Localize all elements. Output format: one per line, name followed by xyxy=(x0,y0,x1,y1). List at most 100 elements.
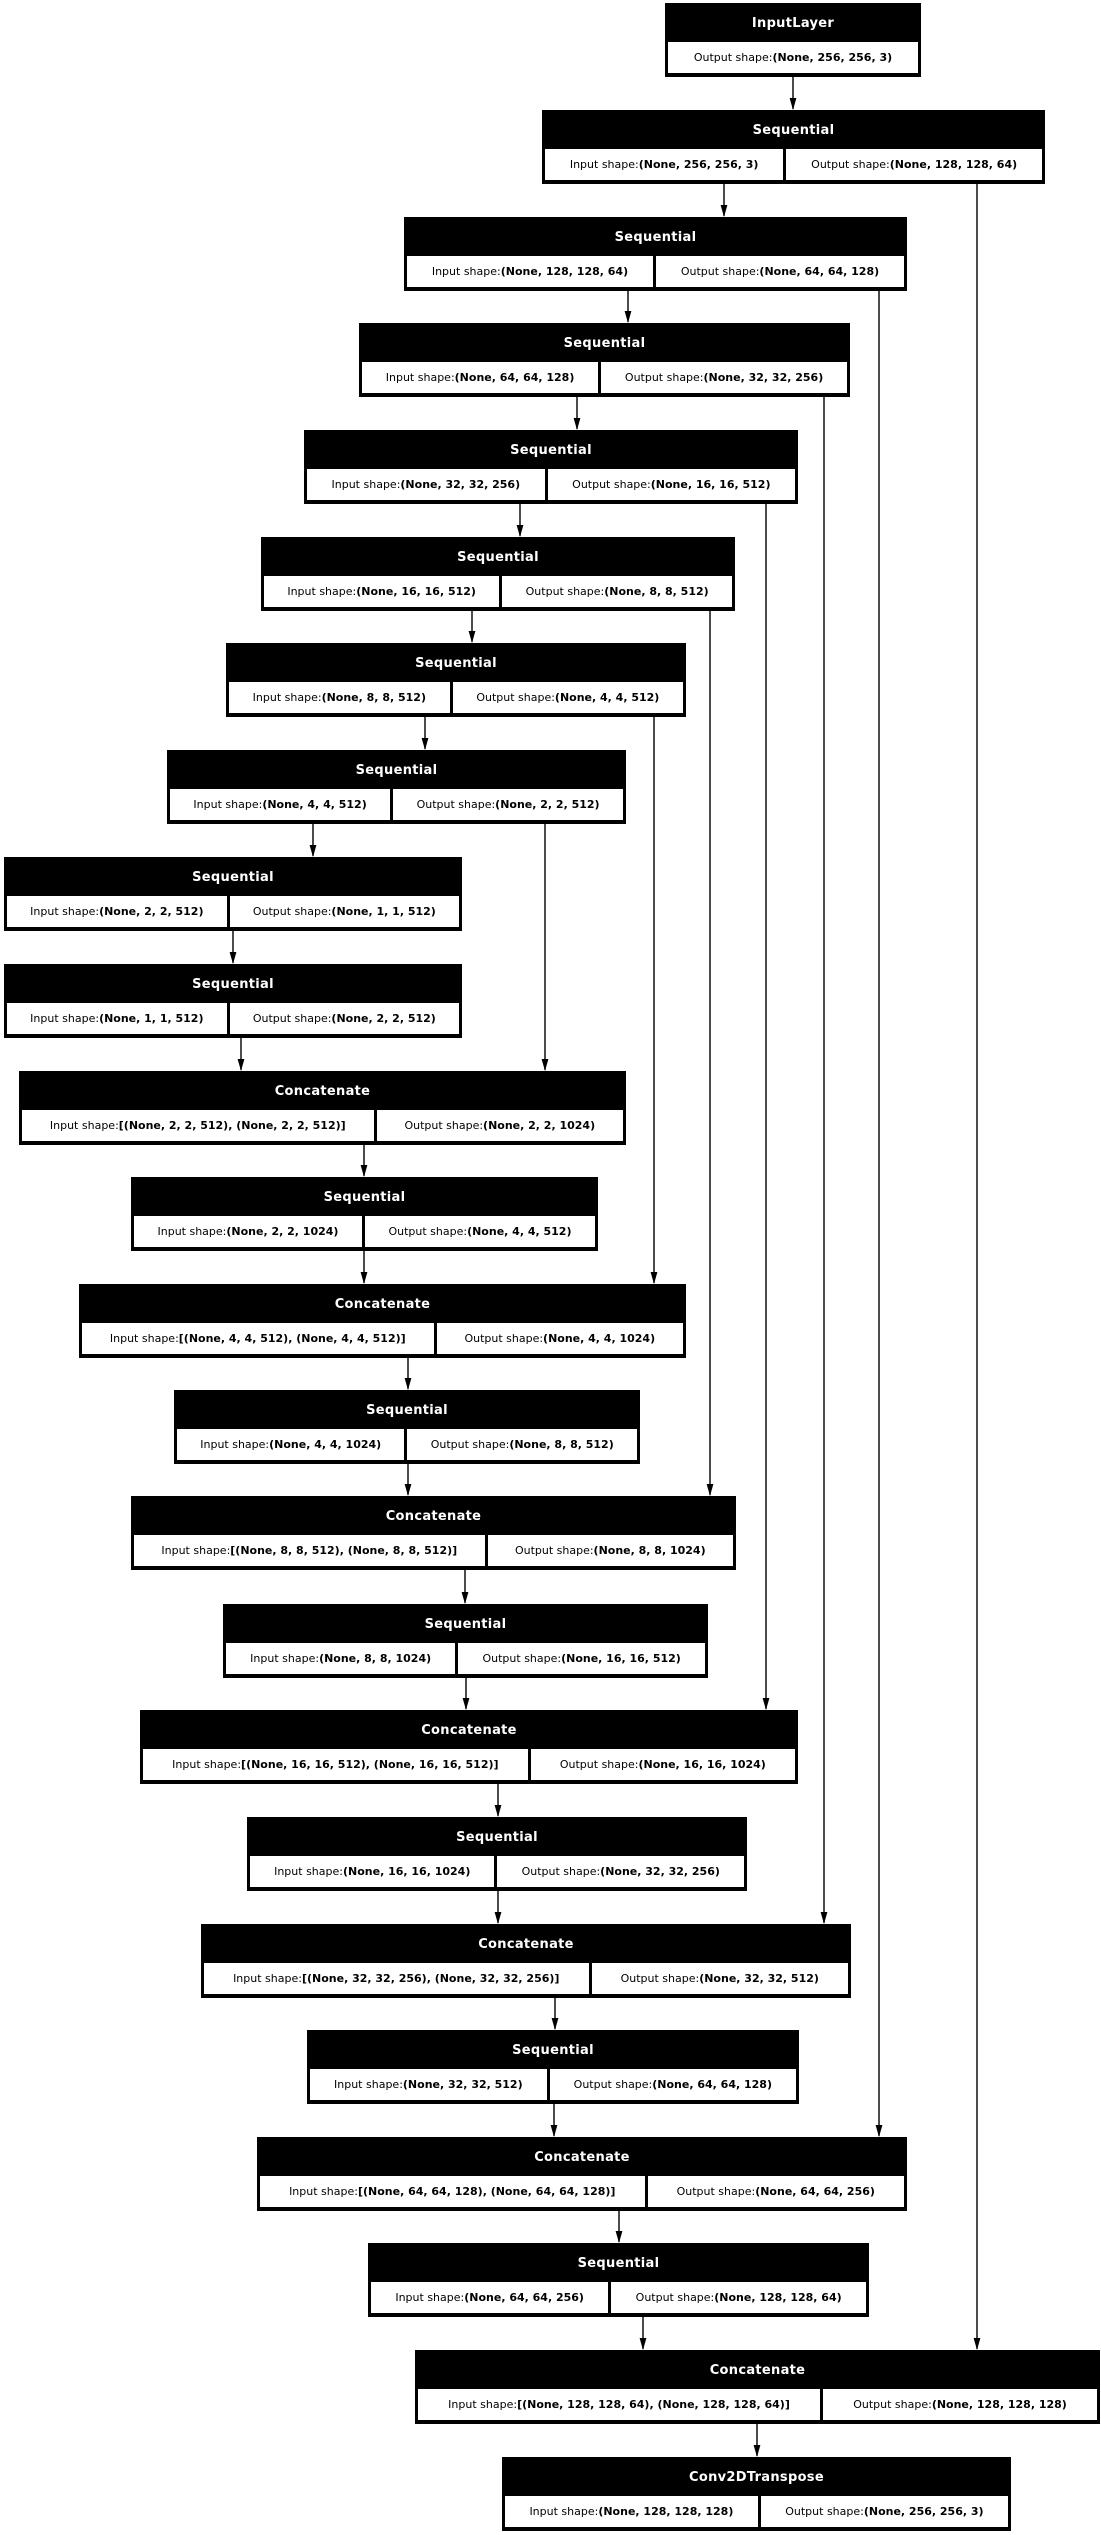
input-shape-cell: Input shape: (None, 4, 4, 1024) xyxy=(177,1429,405,1460)
input-shape-cell: Input shape: (None, 8, 8, 512) xyxy=(229,682,450,713)
input-shape-cell: Input shape: (None, 2, 2, 1024) xyxy=(134,1216,362,1247)
layer-type-label: Concatenate xyxy=(709,2363,806,2378)
layer-node-n1: InputLayer Output shape: (None, 256, 256… xyxy=(665,3,921,77)
input-shape-cell: Input shape: (None, 32, 32, 256) xyxy=(307,469,545,500)
output-shape-prefix: Output shape: xyxy=(785,2505,864,2518)
layer-shapes-row: Input shape: [(None, 8, 8, 512), (None, … xyxy=(133,1535,734,1568)
input-shape-prefix: Input shape: xyxy=(252,691,322,704)
output-shape-cell: Output shape: (None, 1, 1, 512) xyxy=(229,896,459,927)
output-shape-prefix: Output shape: xyxy=(693,51,773,64)
output-shape-value: (None, 128, 128, 64) xyxy=(714,2291,842,2304)
output-shape-value: (None, 8, 8, 512) xyxy=(604,585,709,598)
input-shape-value: [(None, 2, 2, 512), (None, 2, 2, 512)] xyxy=(118,1119,346,1132)
input-shape-cell: Input shape: [(None, 64, 64, 128), (None… xyxy=(260,2176,645,2207)
layer-type-label: Concatenate xyxy=(274,1084,371,1099)
layer-node-n4: Sequential Input shape: (None, 64, 64, 1… xyxy=(359,323,850,397)
layer-type-label: Sequential xyxy=(457,550,539,565)
layer-node-n17: Concatenate Input shape: [(None, 16, 16,… xyxy=(140,1710,798,1784)
layer-node-n7: Sequential Input shape: (None, 8, 8, 512… xyxy=(226,643,686,717)
output-shape-prefix: Output shape: xyxy=(404,1119,484,1132)
output-shape-prefix: Output shape: xyxy=(573,2078,653,2091)
output-shape-prefix: Output shape: xyxy=(476,691,555,704)
input-shape-cell: Input shape: (None, 64, 64, 128) xyxy=(362,362,599,393)
input-shape-value: (None, 4, 4, 1024) xyxy=(269,1438,382,1451)
layer-node-n16: Sequential Input shape: (None, 8, 8, 102… xyxy=(223,1604,708,1678)
output-shape-value: (None, 16, 16, 512) xyxy=(650,478,771,491)
input-shape-value: (None, 8, 8, 1024) xyxy=(319,1652,432,1665)
output-shape-cell: Output shape: (None, 16, 16, 512) xyxy=(458,1643,705,1674)
layer-node-n20: Sequential Input shape: (None, 32, 32, 5… xyxy=(307,2030,799,2104)
output-shape-value: (None, 8, 8, 512) xyxy=(509,1438,614,1451)
layer-node-n21: Concatenate Input shape: [(None, 64, 64,… xyxy=(257,2137,907,2211)
input-shape-cell: Input shape: (None, 1, 1, 512) xyxy=(7,1003,227,1034)
output-shape-value: (None, 2, 2, 1024) xyxy=(483,1119,596,1132)
output-shape-cell: Output shape: (None, 128, 128, 64) xyxy=(611,2282,866,2313)
input-shape-cell: Input shape: (None, 4, 4, 512) xyxy=(170,789,391,820)
layer-node-n6: Sequential Input shape: (None, 16, 16, 5… xyxy=(261,537,735,611)
output-shape-cell: Output shape: (None, 256, 256, 3) xyxy=(760,2496,1008,2527)
input-shape-cell: Input shape: [(None, 128, 128, 64), (Non… xyxy=(418,2389,821,2420)
layer-type-label: Sequential xyxy=(456,1830,538,1845)
layer-shapes-row: Input shape: (None, 16, 16, 512) Output … xyxy=(263,576,733,609)
output-shape-value: (None, 32, 32, 256) xyxy=(703,371,824,384)
layer-shapes-row: Input shape: (None, 1, 1, 512) Output sh… xyxy=(6,1003,460,1036)
input-shape-value: (None, 16, 16, 512) xyxy=(356,585,476,598)
input-shape-value: (None, 64, 64, 256) xyxy=(464,2291,584,2304)
input-shape-value: (None, 128, 128, 64) xyxy=(500,265,629,278)
input-shape-value: [(None, 128, 128, 64), (None, 128, 128, … xyxy=(517,2398,790,2411)
layer-type-label: Sequential xyxy=(510,443,592,458)
output-shape-value: (None, 4, 4, 1024) xyxy=(543,1332,656,1345)
input-shape-cell: Input shape: (None, 16, 16, 512) xyxy=(264,576,500,607)
output-shape-prefix: Output shape: xyxy=(680,265,760,278)
output-shape-value: (None, 16, 16, 512) xyxy=(561,1652,681,1665)
input-shape-cell: Input shape: (None, 32, 32, 512) xyxy=(310,2069,547,2100)
layer-node-n10: Sequential Input shape: (None, 1, 1, 512… xyxy=(4,964,462,1038)
input-shape-prefix: Input shape: xyxy=(274,1865,343,1878)
output-shape-cell: Output shape: (None, 16, 16, 512) xyxy=(547,469,795,500)
output-shape-value: (None, 1, 1, 512) xyxy=(331,905,436,918)
output-shape-value: (None, 128, 128, 128) xyxy=(931,2398,1067,2411)
layer-type-label: Sequential xyxy=(366,1403,448,1418)
output-shape-value: (None, 4, 4, 512) xyxy=(554,691,660,704)
layer-shapes-row: Input shape: (None, 4, 4, 512) Output sh… xyxy=(169,789,624,822)
input-shape-prefix: Input shape: xyxy=(331,478,401,491)
output-shape-prefix: Output shape: xyxy=(482,1652,562,1665)
input-shape-prefix: Input shape: xyxy=(109,1332,179,1345)
input-shape-cell: Input shape: [(None, 8, 8, 512), (None, … xyxy=(134,1535,485,1566)
output-shape-prefix: Output shape: xyxy=(388,1225,468,1238)
output-shape-value: (None, 256, 256, 3) xyxy=(772,51,893,64)
layer-node-n8: Sequential Input shape: (None, 4, 4, 512… xyxy=(167,750,626,824)
layer-node-n2: Sequential Input shape: (None, 256, 256,… xyxy=(542,110,1045,184)
layer-shapes-row: Input shape: (None, 8, 8, 1024) Output s… xyxy=(225,1643,706,1676)
layer-type-label: Sequential xyxy=(192,870,274,885)
output-shape-value: (None, 2, 2, 512) xyxy=(331,1012,436,1025)
layer-type-label: Concatenate xyxy=(534,2150,630,2165)
layer-shapes-row: Input shape: [(None, 4, 4, 512), (None, … xyxy=(81,1323,684,1356)
output-shape-cell: Output shape: (None, 64, 64, 256) xyxy=(647,2176,904,2207)
input-shape-prefix: Input shape: xyxy=(287,585,357,598)
output-shape-cell: Output shape: (None, 32, 32, 256) xyxy=(497,1856,744,1887)
input-shape-value: [(None, 16, 16, 512), (None, 16, 16, 512… xyxy=(241,1758,499,1771)
input-shape-prefix: Input shape: xyxy=(157,1225,227,1238)
input-shape-prefix: Input shape: xyxy=(30,1012,100,1025)
input-shape-cell: Input shape: (None, 256, 256, 3) xyxy=(545,149,784,180)
edges-group xyxy=(229,77,981,2457)
output-shape-value: (None, 256, 256, 3) xyxy=(863,2505,984,2518)
layer-shapes-row: Output shape: (None, 256, 256, 3) xyxy=(667,42,919,75)
input-shape-prefix: Input shape: xyxy=(49,1119,119,1132)
output-shape-value: (None, 64, 64, 128) xyxy=(759,265,880,278)
output-shape-prefix: Output shape: xyxy=(676,2185,756,2198)
output-shape-cell: Output shape: (None, 2, 2, 512) xyxy=(393,789,623,820)
layer-type-label: Sequential xyxy=(577,2256,660,2271)
layer-shapes-row: Input shape: (None, 128, 128, 128) Outpu… xyxy=(504,2496,1009,2529)
output-shape-prefix: Output shape: xyxy=(252,1012,332,1025)
output-shape-prefix: Output shape: xyxy=(464,1332,544,1345)
input-shape-value: [(None, 4, 4, 512), (None, 4, 4, 512)] xyxy=(178,1332,406,1345)
layer-type-label: Sequential xyxy=(563,336,646,351)
output-shape-cell: Output shape: (None, 2, 2, 512) xyxy=(229,1003,459,1034)
output-shape-prefix: Output shape: xyxy=(572,478,651,491)
layer-shapes-row: Input shape: (None, 2, 2, 512) Output sh… xyxy=(6,896,460,929)
output-shape-cell: Output shape: (None, 64, 64, 128) xyxy=(549,2069,796,2100)
output-shape-value: (None, 4, 4, 512) xyxy=(467,1225,572,1238)
output-shape-cell: Output shape: (None, 32, 32, 256) xyxy=(601,362,847,393)
